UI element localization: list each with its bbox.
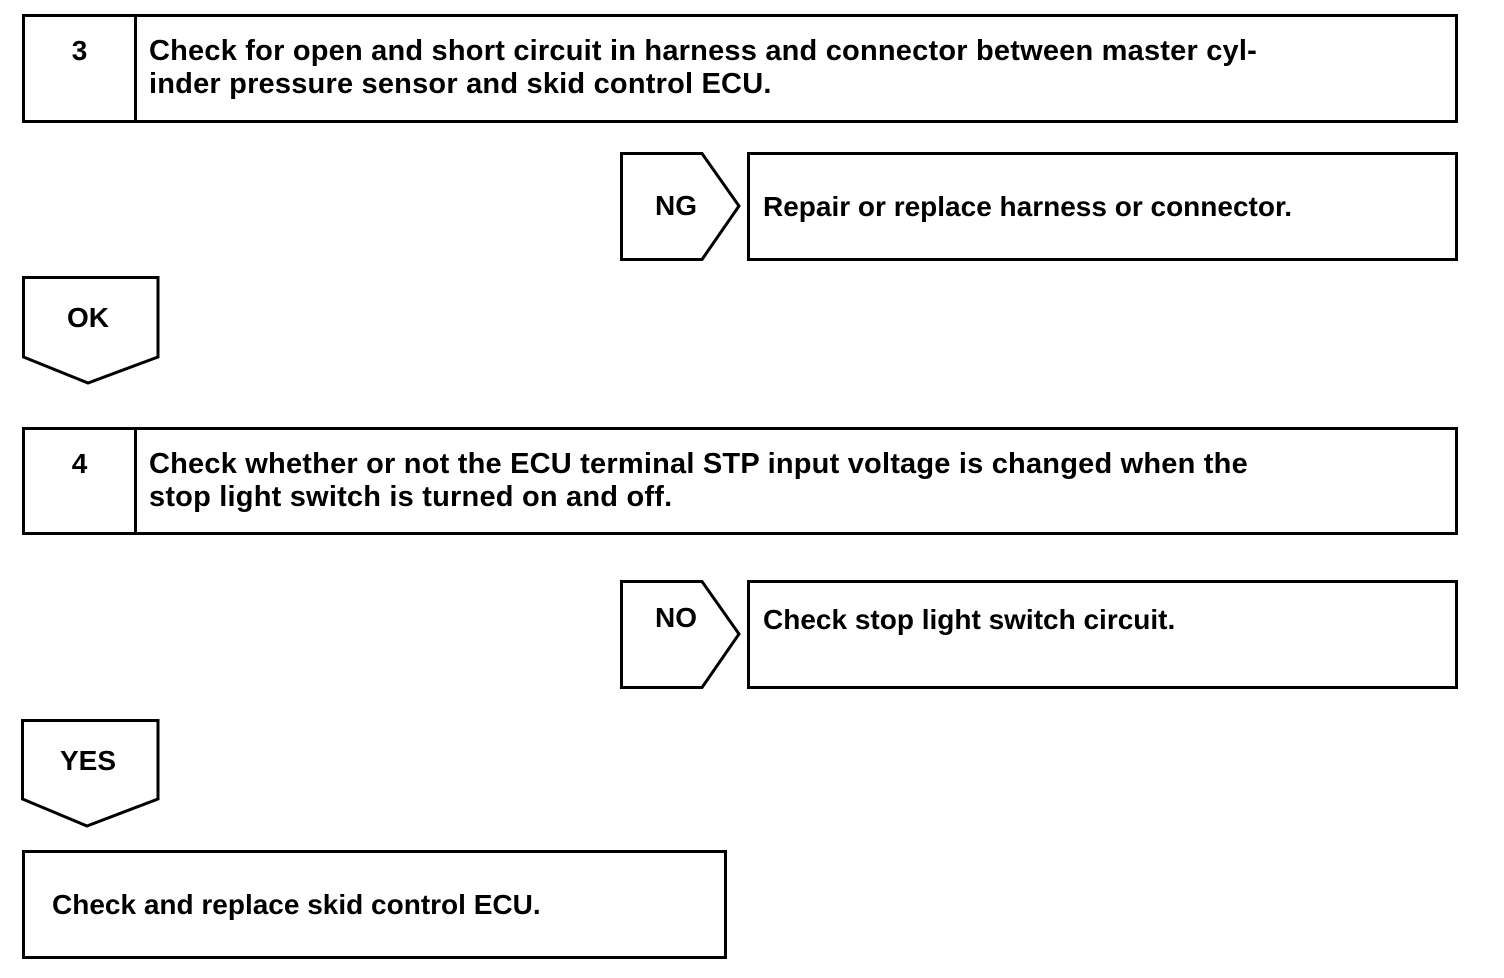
- right-arrow-tag-shape: [620, 152, 741, 261]
- step-3-box: 3 Check for open and short circuit in ha…: [22, 14, 1458, 123]
- step-3-number: 3: [25, 17, 137, 120]
- step-4-box: 4 Check whether or not the ECU terminal …: [22, 427, 1458, 535]
- right-arrow-tag-shape: [620, 580, 741, 689]
- no-label: NO: [655, 602, 697, 633]
- step-3-text: Check for open and short circuit in harn…: [137, 17, 1455, 120]
- step-4-text-line2: stop light switch is turned on and off.: [149, 481, 673, 513]
- yes-label: YES: [59, 745, 117, 776]
- no-action-text: Check stop light switch circuit.: [763, 604, 1176, 635]
- ng-action-box: Repair or replace harness or connector.: [747, 152, 1458, 261]
- down-arrow-tag-shape: [21, 719, 160, 828]
- no-action-box: Check stop light switch circuit.: [747, 580, 1458, 689]
- yes-branch-tag: YES: [21, 719, 161, 829]
- ng-branch-tag: NG: [620, 152, 742, 261]
- final-action-box: Check and replace skid control ECU.: [22, 850, 727, 959]
- ng-label: NG: [655, 190, 697, 221]
- step-4-number: 4: [25, 430, 137, 532]
- ok-branch-tag: OK: [22, 276, 160, 386]
- step-4-text: Check whether or not the ECU terminal ST…: [137, 430, 1455, 532]
- step-3-text-line2: inder pressure sensor and skid control E…: [149, 68, 772, 100]
- step-4-text-line1: Check whether or not the ECU terminal ST…: [149, 448, 1248, 480]
- ng-action-text: Repair or replace harness or connector.: [763, 191, 1293, 222]
- no-branch-tag: NO: [620, 580, 742, 689]
- ok-label: OK: [67, 302, 109, 333]
- step-3-text-line1: Check for open and short circuit in harn…: [149, 35, 1257, 67]
- down-arrow-tag-shape: [22, 276, 160, 385]
- final-action-text: Check and replace skid control ECU.: [52, 889, 541, 920]
